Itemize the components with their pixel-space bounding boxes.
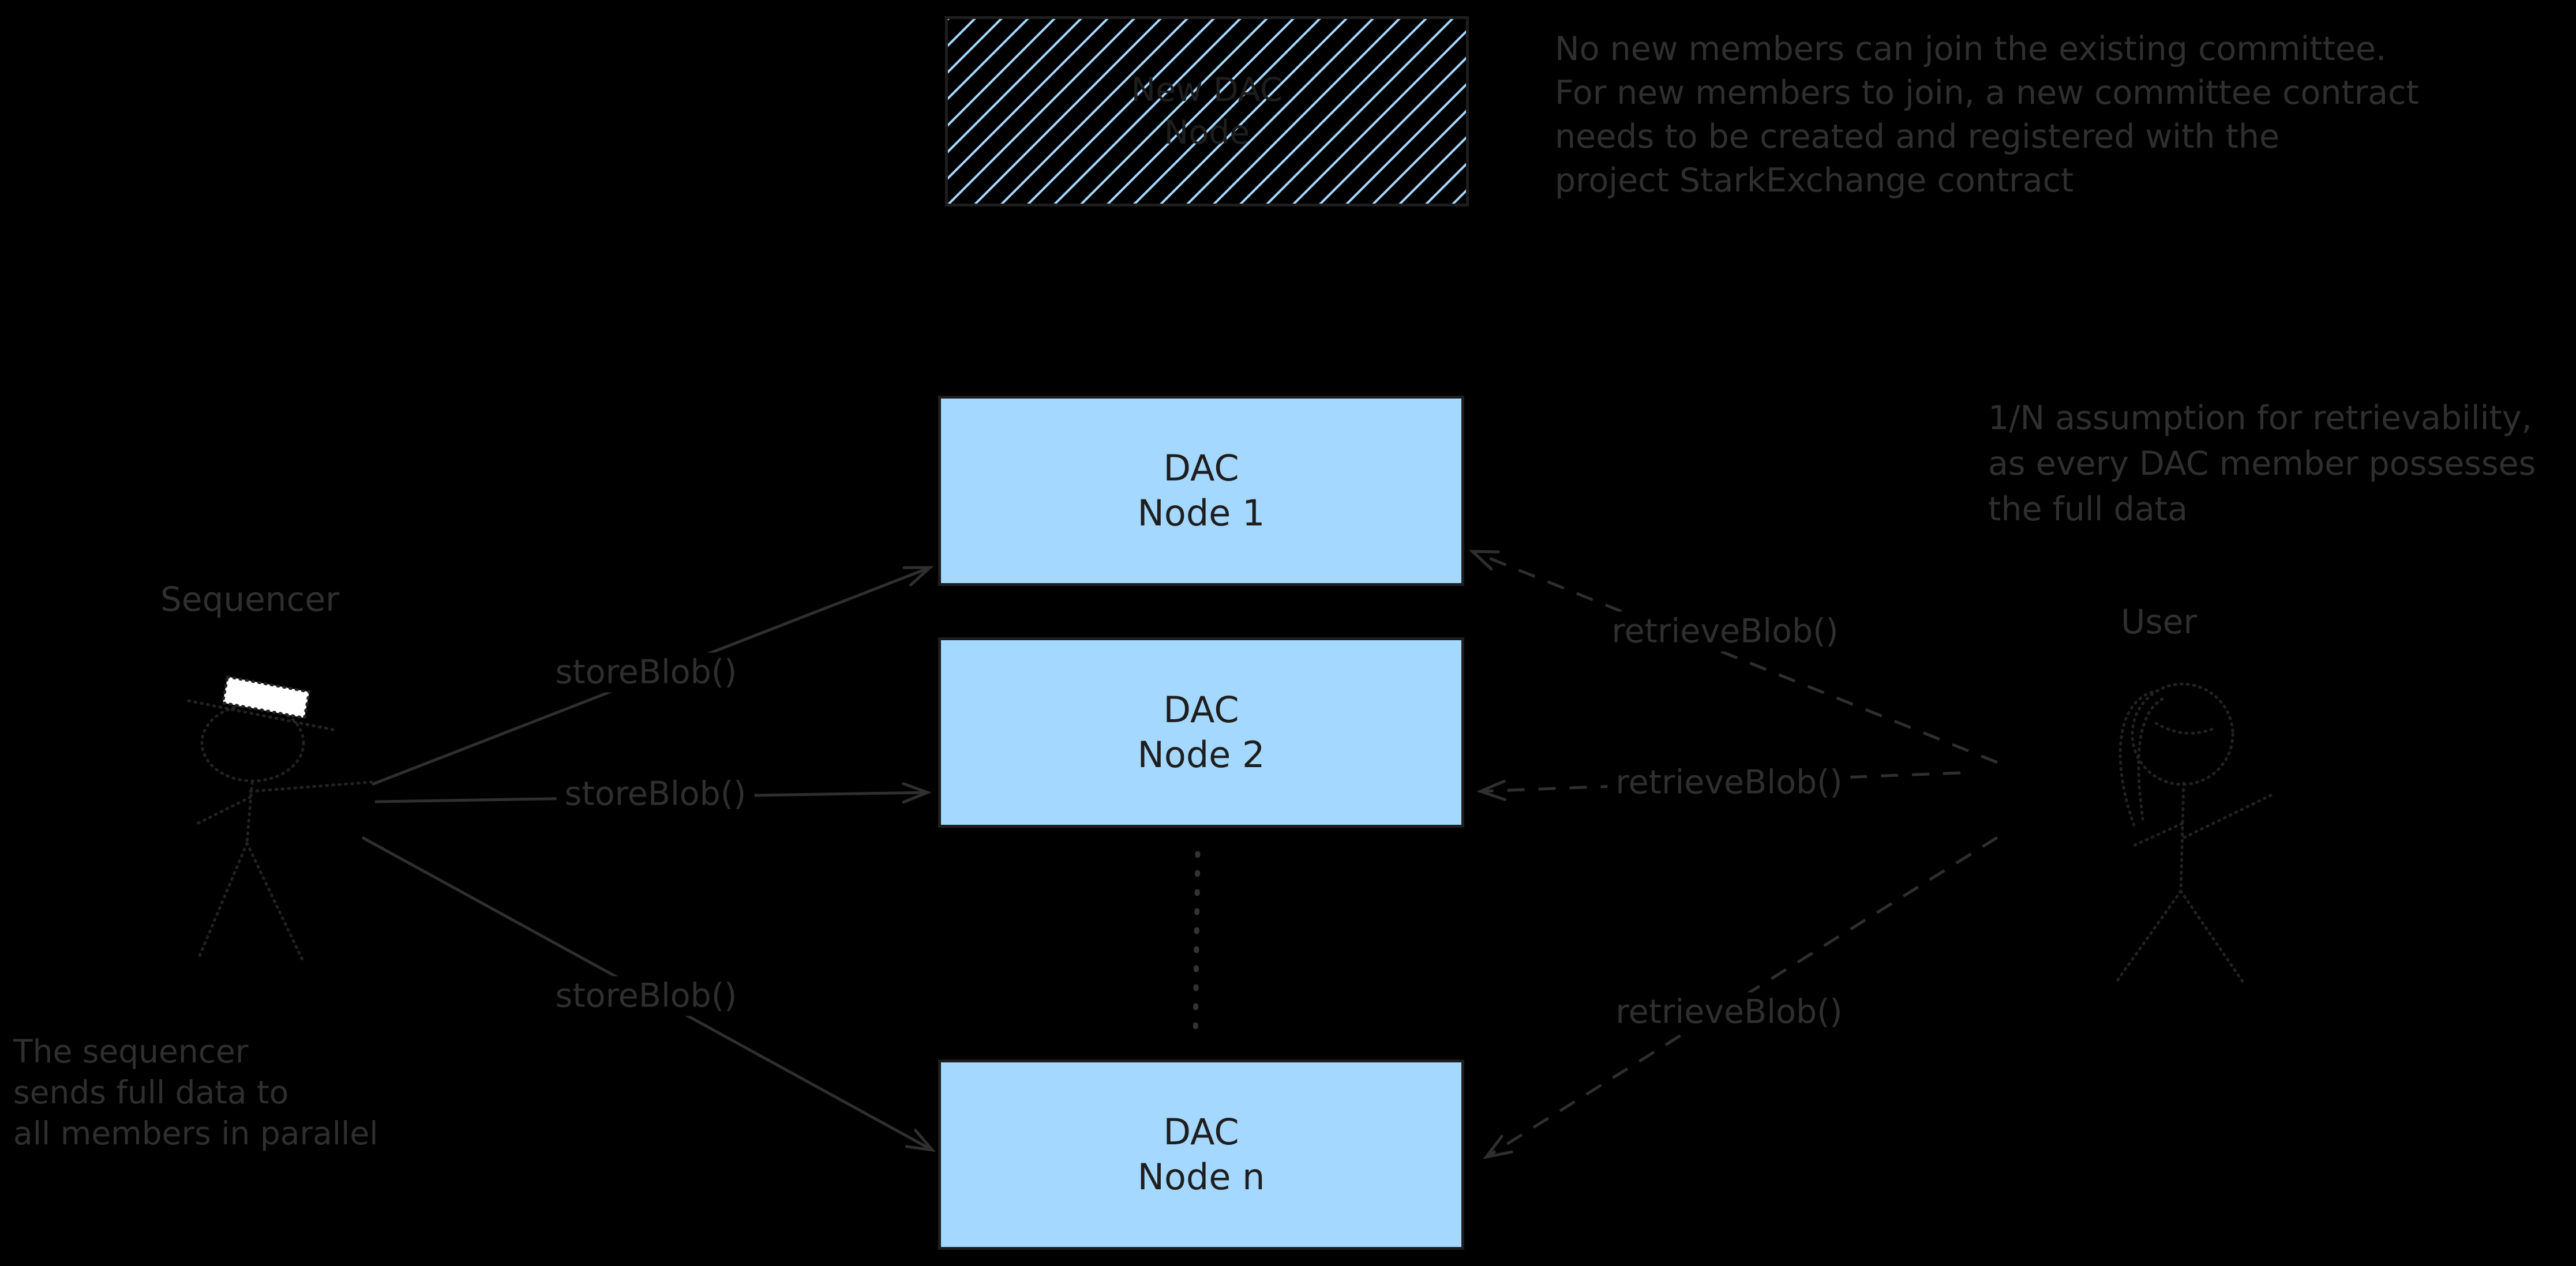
new-dac-node-label: New DAC Node: [948, 19, 1466, 204]
dac-node-2-box: DAC Node 2: [938, 637, 1464, 828]
retrieve-arrow-node1: [1472, 551, 1998, 764]
user-figure: [2116, 682, 2274, 986]
store-blob-label-3: storeBlob(): [547, 976, 745, 1016]
sequencer-note-line2: sends full data to: [13, 1074, 289, 1111]
user-label: User: [2121, 602, 2198, 641]
sequencer-hat-icon: [221, 675, 311, 720]
sequencer-label: Sequencer: [160, 580, 339, 619]
user-hair: [2118, 690, 2164, 829]
dac-node-2-label-line1: DAC: [1163, 689, 1239, 731]
sequencer-head: [200, 703, 305, 783]
dac-node-1-label-line2: Node 1: [1137, 492, 1265, 534]
dac-node-2-label-line2: Node 2: [1137, 734, 1265, 776]
retrievability-note: 1/N assumption for retrievability, as ev…: [1988, 396, 2536, 532]
new-dac-node-box: New DAC Node: [945, 16, 1469, 206]
new-dac-node-label-line1: New DAC: [1131, 71, 1283, 109]
retrieve-blob-label-3: retrieveBlob(): [1607, 992, 1851, 1032]
dac-node-n-label-line1: DAC: [1163, 1111, 1239, 1153]
retrieve-blob-label-2: retrieveBlob(): [1607, 762, 1851, 803]
store-blob-label-1: storeBlob(): [547, 652, 745, 693]
sequencer-note-line3: all members in parallel: [13, 1115, 378, 1152]
user-fringe: [2154, 722, 2217, 735]
nodes-ellipsis-connector: [1193, 851, 1201, 1038]
user-body: [2179, 782, 2185, 893]
retrieve-blob-label-1: retrieveBlob(): [1603, 611, 1847, 652]
sequencer-arm-right: [249, 780, 374, 793]
committee-note: No new members can join the existing com…: [1555, 27, 2419, 202]
new-dac-node-label-line2: Node: [1164, 114, 1250, 152]
committee-note-line3: needs to be created and registered with …: [1555, 118, 2280, 156]
retrievability-note-line3: the full data: [1988, 490, 2188, 528]
committee-note-line2: For new members to join, a new committee…: [1555, 74, 2419, 112]
store-blob-label-2: storeBlob(): [556, 774, 755, 814]
sequencer-body: [245, 780, 254, 845]
user-legs: [2116, 889, 2246, 986]
dac-node-n-box: DAC Node n: [938, 1060, 1464, 1250]
user-arm-right: [2183, 793, 2274, 839]
dac-node-1-box: DAC Node 1: [938, 396, 1464, 586]
sequencer-note: The sequencer sends full data to all mem…: [13, 1031, 378, 1154]
hatch-pattern: [948, 19, 1466, 204]
user-head: [2131, 682, 2234, 786]
dac-node-n-label-line2: Node n: [1137, 1156, 1265, 1198]
sequencer-hat-brim: [187, 699, 335, 731]
committee-note-line1: No new members can join the existing com…: [1555, 30, 2387, 68]
committee-note-line4: project StarkExchange contract: [1555, 161, 2074, 200]
retrievability-note-line2: as every DAC member possesses: [1988, 445, 2536, 483]
sequencer-figure: [187, 675, 374, 965]
dac-node-1-label-line1: DAC: [1163, 447, 1239, 489]
sequencer-note-line1: The sequencer: [13, 1033, 249, 1070]
sequencer-arm-left: [193, 795, 252, 827]
sequencer-legs: [197, 842, 306, 965]
user-arm-left: [2129, 822, 2184, 848]
retrievability-note-line1: 1/N assumption for retrievability,: [1988, 399, 2532, 437]
